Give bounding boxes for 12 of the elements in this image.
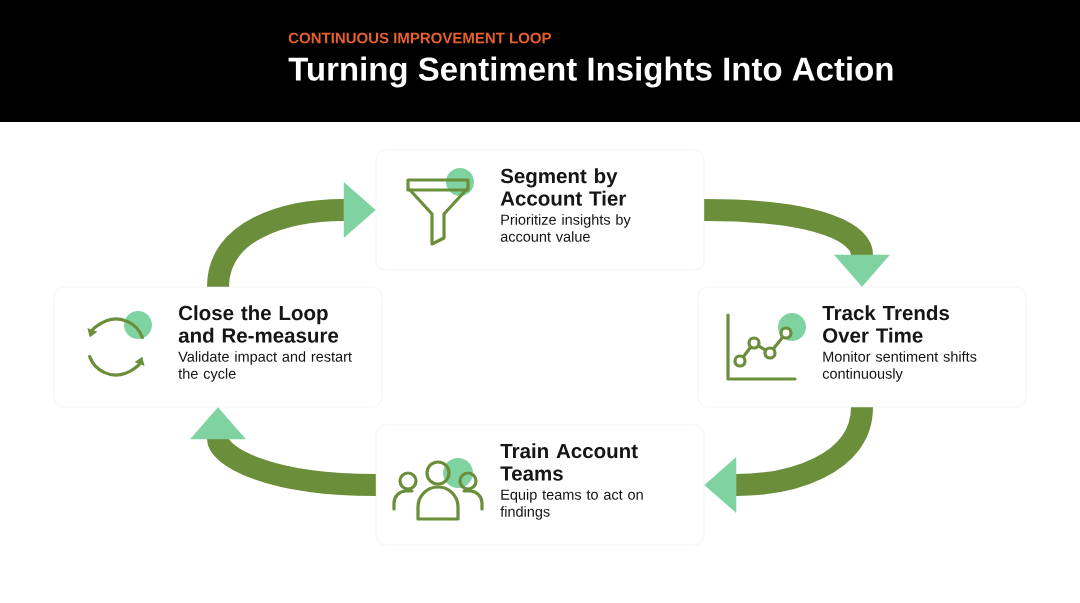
- kicker-text: CONTINUOUS IMPROVEMENT LOOP: [288, 32, 552, 44]
- arrow: [704, 199, 890, 287]
- card-text: Monitor sentiment shifts continuously: [822, 351, 977, 382]
- card-text: Equip teams to act on findings: [500, 489, 643, 520]
- title: Turning Sentiment Insights Into Action: [288, 56, 893, 88]
- card-heading: Segment by Account Tier: [500, 168, 626, 206]
- arrow: [190, 407, 377, 496]
- card-heading: Close the Loop and Re-measure: [178, 305, 339, 343]
- card-heading: Train Account Teams: [500, 443, 638, 481]
- card-heading: Track Trends Over Time: [822, 305, 949, 343]
- card-text: Prioritize insights by account value: [500, 214, 631, 242]
- card-text: Validate impact and restart the cycle: [178, 351, 352, 382]
